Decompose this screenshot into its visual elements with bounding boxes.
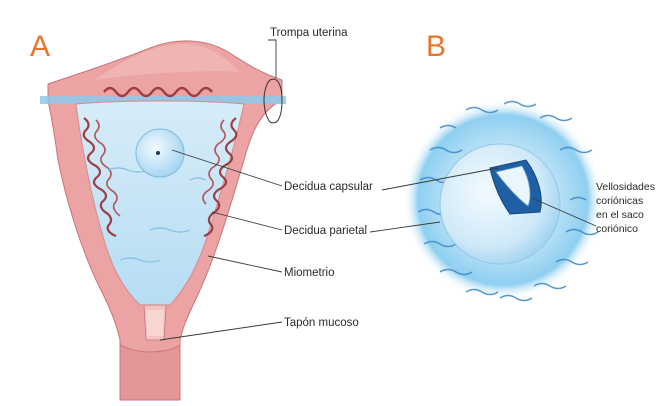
label-vellosidades-group: Vellosidades coriónicas en el saco corió… [596, 181, 655, 235]
label-tapon-mucoso: Tapón mucoso [284, 317, 359, 329]
label-decidua-parietal: Decidua parietal [284, 225, 367, 237]
label-vellosidades-line-4: coriónico [596, 223, 638, 235]
cervix-lower [120, 345, 180, 400]
chorionic-sac [440, 144, 560, 264]
label-vellosidades-line-2: coriónicas [596, 195, 643, 207]
embryo-dot [156, 151, 160, 155]
label-vellosidades-line-3: en el saco [596, 209, 644, 221]
leader-trompa [268, 40, 276, 78]
label-decidua-capsular: Decidua capsular [284, 181, 373, 193]
label-vellosidades-line-1: Vellosidades [596, 181, 655, 193]
label-trompa-uterina: Trompa uterina [270, 27, 348, 39]
chorionic-sac-illustration [403, 100, 603, 301]
leader-miometrio [208, 256, 282, 272]
uterus-illustration [40, 41, 286, 400]
panel-letter-b: B [426, 30, 446, 63]
panel-letter-a: A [30, 30, 50, 63]
mucus-plug [146, 310, 164, 336]
label-miometrio: Miometrio [284, 267, 334, 279]
